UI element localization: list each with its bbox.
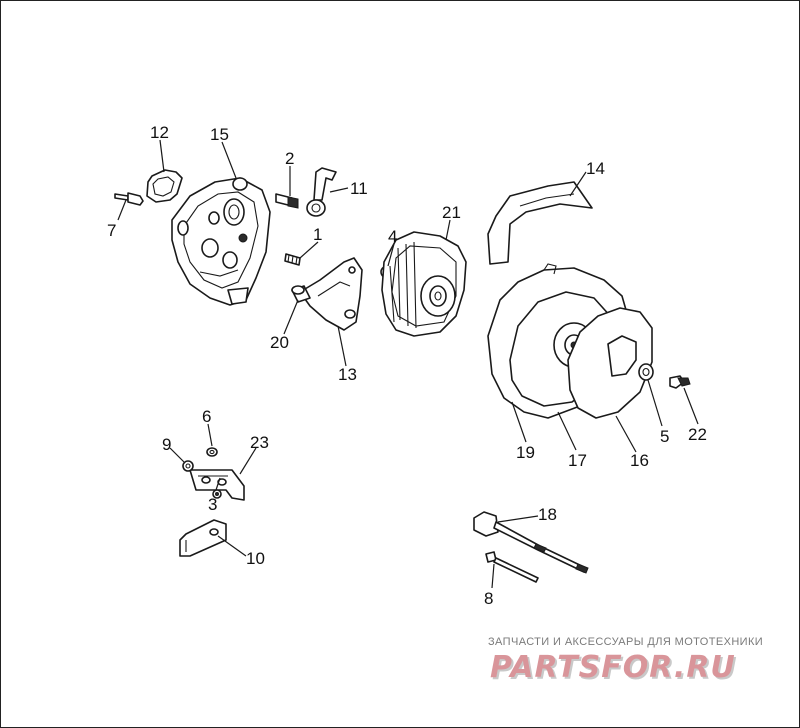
- part-7-pin: [114, 192, 144, 206]
- callout-3: 3: [208, 495, 217, 514]
- part-1-screw: [284, 253, 301, 266]
- part-6-nut: [206, 447, 218, 457]
- part-20-spacer: [291, 285, 311, 303]
- part-18-rod: [473, 511, 589, 574]
- callout-1: 1: [313, 225, 322, 244]
- leader-lines: [117, 139, 699, 589]
- part-14-heat-shield: [487, 181, 593, 265]
- callout-14: 14: [586, 159, 605, 178]
- part-9-nut: [182, 460, 194, 472]
- callout-2: 2: [285, 149, 294, 168]
- part-21-filter-element: [381, 231, 467, 337]
- callout-labels: 12 15 2 11 7 1 21 4 14 20 13 5 22 19 17 …: [107, 123, 707, 608]
- callout-7: 7: [107, 221, 116, 240]
- callout-8: 8: [484, 589, 493, 608]
- callout-11: 11: [350, 179, 368, 198]
- part-8-cable-tie: [485, 551, 539, 583]
- callout-19: 19: [516, 443, 535, 462]
- watermark-logo-text: PARTSFOR.RU: [490, 650, 736, 685]
- part-11-breather-fitting: [306, 167, 337, 217]
- callout-21: 21: [442, 203, 461, 222]
- watermark-logo: PARTSFOR.RU PARTSFOR.RU: [490, 650, 738, 686]
- part-12-gasket: [146, 169, 183, 203]
- callout-23: 23: [250, 433, 269, 452]
- part-10-bracket: [179, 519, 227, 557]
- part-15-backplate: [171, 177, 271, 306]
- callout-15: 15: [210, 125, 229, 144]
- watermark-caption: ЗАПЧАСТИ И АКСЕССУАРЫ ДЛЯ МОТОТЕХНИКИ: [488, 636, 764, 648]
- part-3-screw: [212, 489, 222, 499]
- part-2-screw: [275, 193, 299, 209]
- callout-6: 6: [202, 407, 211, 426]
- part-22-screw: [669, 375, 691, 389]
- callout-16: 16: [630, 451, 649, 470]
- part-19-17-cover-assembly: [487, 263, 627, 419]
- watermark-logo-shadow: PARTSFOR.RU: [492, 652, 738, 686]
- callout-22: 22: [688, 425, 707, 444]
- callout-17: 17: [568, 451, 587, 470]
- part-13-bracket: [299, 257, 363, 331]
- callout-9: 9: [162, 435, 171, 454]
- callout-20: 20: [270, 333, 289, 352]
- callout-13: 13: [338, 365, 357, 384]
- part-23-mounting-bracket: [189, 469, 245, 501]
- part-16-cover-plate: [567, 307, 654, 419]
- callout-18: 18: [538, 505, 557, 524]
- callout-12: 12: [150, 123, 169, 142]
- callout-5: 5: [660, 427, 669, 446]
- callout-10: 10: [246, 549, 265, 568]
- callout-4: 4: [388, 227, 397, 246]
